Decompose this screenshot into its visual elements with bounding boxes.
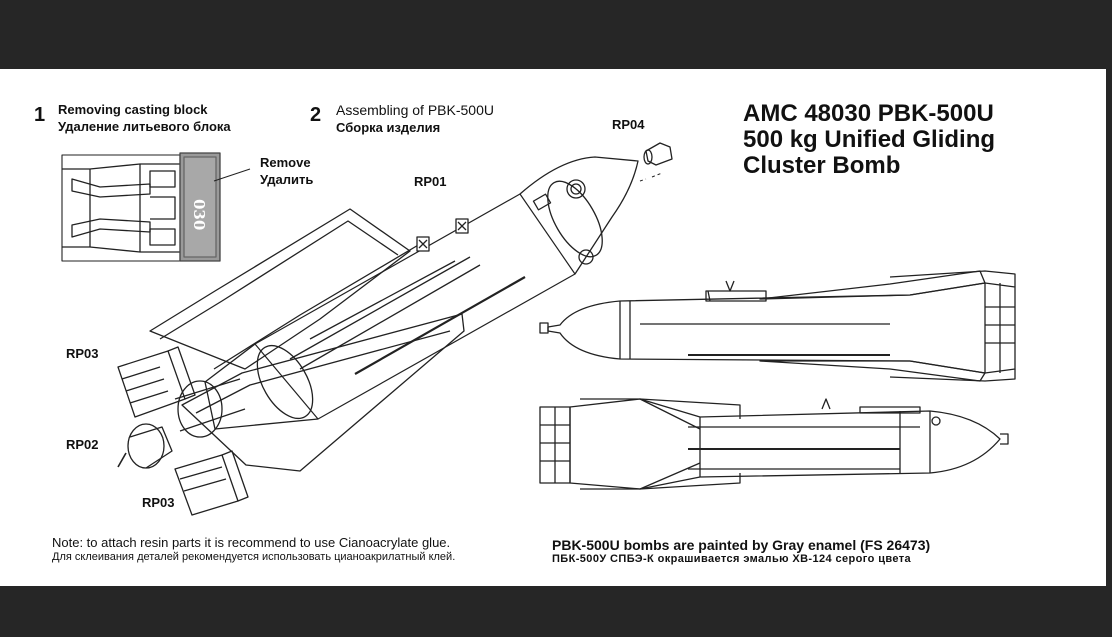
paint-note-ru: ПБК-500У СПБЭ-К окрашивается эмалью ХВ-1… xyxy=(552,553,912,565)
casting-block-code: 030 xyxy=(190,199,208,231)
remove-label-ru: Удалить xyxy=(260,172,314,187)
title-line-3: Cluster Bomb xyxy=(743,152,901,179)
instruction-sheet: 1 Removing casting block Удаление литьев… xyxy=(0,69,1106,586)
part-rp01: RP01 xyxy=(414,174,447,189)
bomb-assembly-exploded xyxy=(117,142,673,516)
step-1-number: 1 xyxy=(34,104,46,126)
side-view-bottom xyxy=(539,398,1009,490)
step-2-number: 2 xyxy=(310,104,322,126)
title-line-1: AMC 48030 PBK-500U xyxy=(743,100,994,127)
part-rp02: RP02 xyxy=(66,437,99,452)
glue-note-en: Note: to attach resin parts it is recomm… xyxy=(52,535,451,550)
remove-label-en: Remove xyxy=(260,155,311,170)
step-2-label-en: Assembling of PBK-500U xyxy=(336,102,494,118)
step-1-label-ru: Удаление литьевого блока xyxy=(58,119,231,134)
part-rp03-lower: RP03 xyxy=(142,495,175,510)
part-rp04: RP04 xyxy=(612,117,645,132)
glue-note-ru: Для склеивания деталей рекомендуется исп… xyxy=(52,551,456,563)
step-2-label-ru: Сборка изделия xyxy=(336,120,441,135)
title-line-2: 500 kg Unified Gliding xyxy=(743,126,996,153)
step-1-label-en: Removing casting block xyxy=(58,102,208,117)
casting-block-detail xyxy=(61,152,251,262)
paint-note-en: PBK-500U bombs are painted by Gray ename… xyxy=(552,537,931,553)
assembly-drawing xyxy=(61,142,1016,516)
side-view-top xyxy=(539,270,1016,382)
part-rp03-upper: RP03 xyxy=(66,346,99,361)
